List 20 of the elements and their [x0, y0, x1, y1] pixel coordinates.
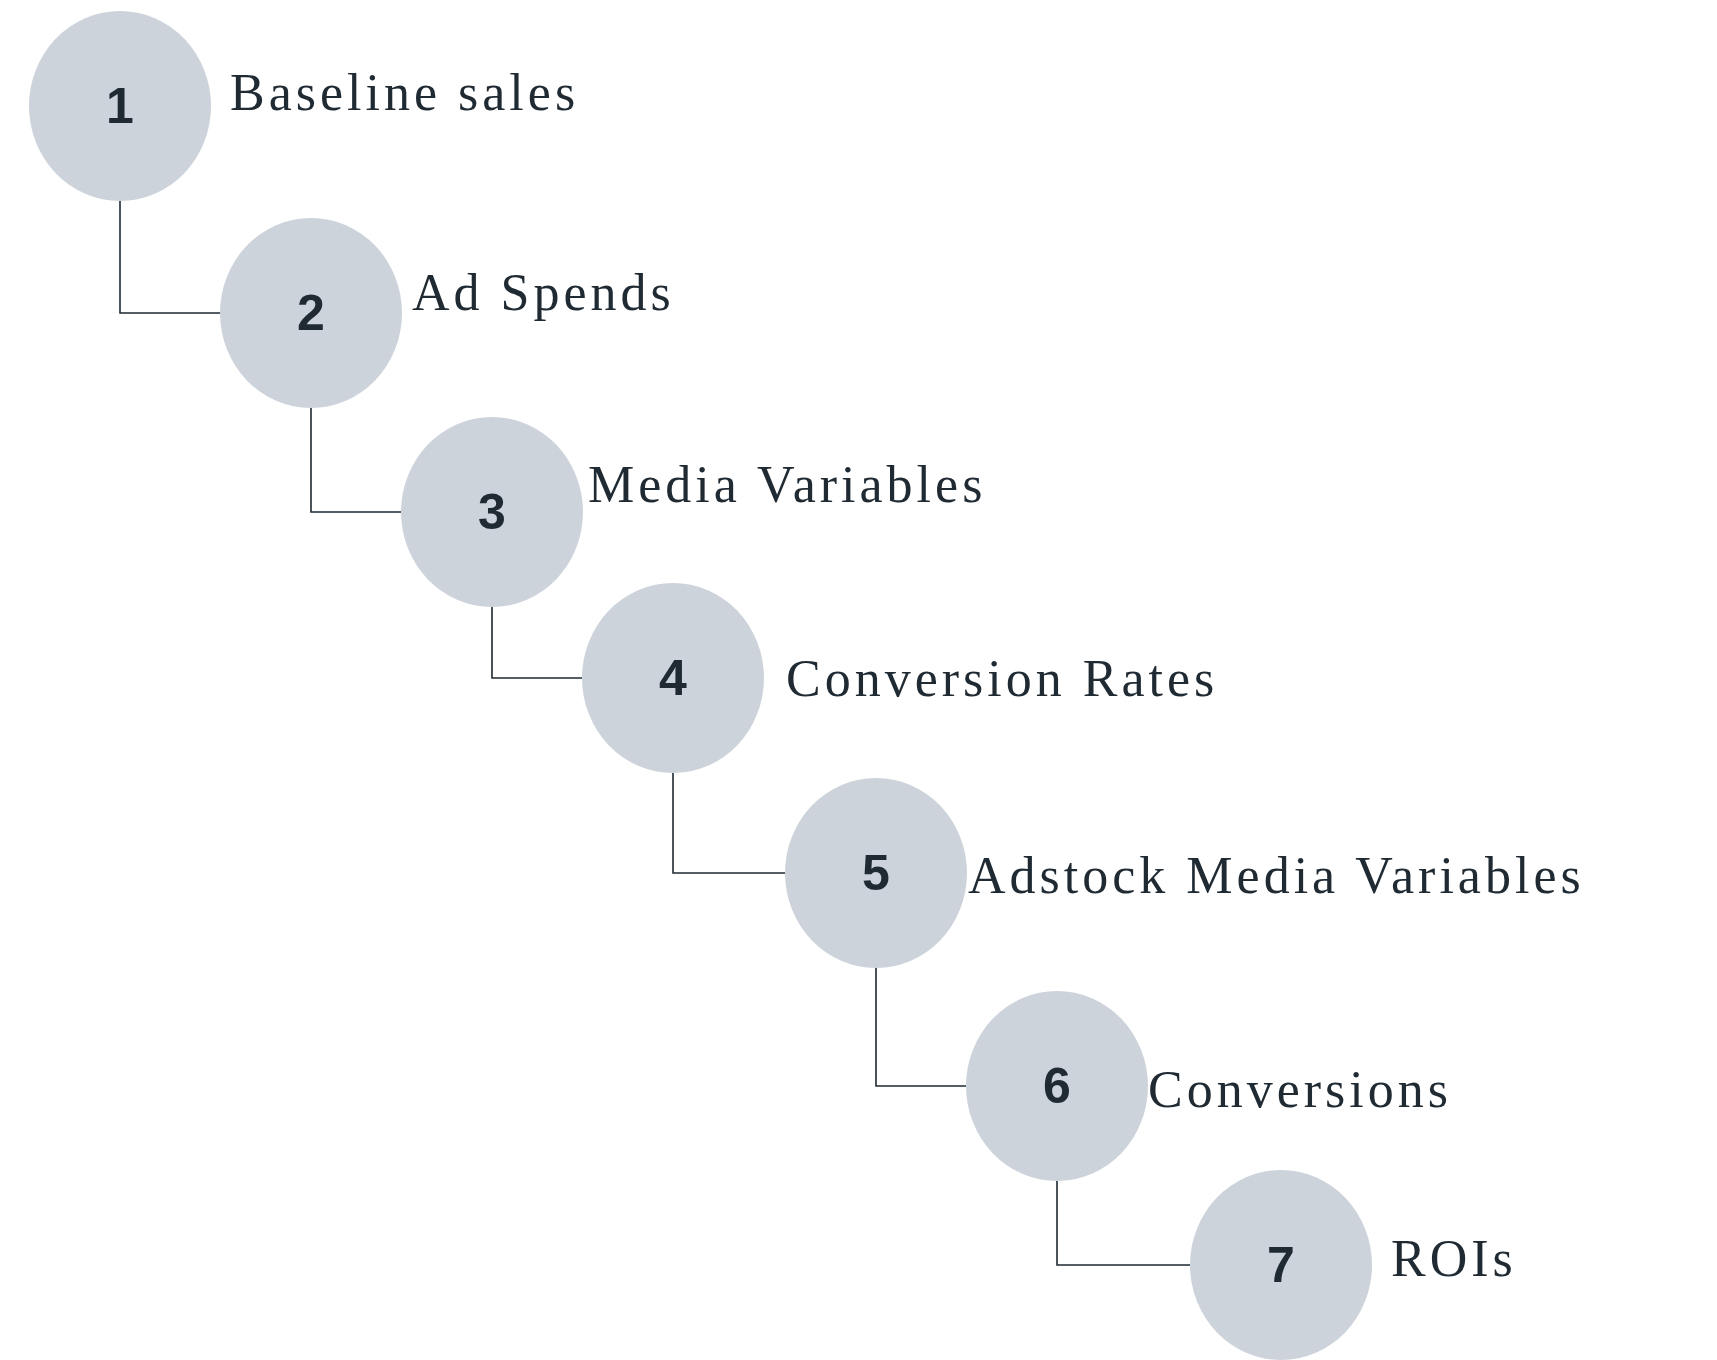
- connector-line: [491, 606, 583, 679]
- step-number: 2: [297, 288, 325, 338]
- step-number: 5: [862, 848, 890, 898]
- step-label: Media Variables: [588, 459, 987, 511]
- step-label: Adstock Media Variables: [968, 850, 1585, 902]
- connector-line: [1056, 1180, 1191, 1266]
- step-label: ROIs: [1391, 1233, 1517, 1285]
- step-label: Conversions: [1148, 1064, 1452, 1116]
- step-label: Conversion Rates: [786, 653, 1219, 705]
- step-label: Ad Spends: [412, 267, 675, 319]
- step-number: 1: [106, 81, 134, 131]
- connector-line: [875, 967, 967, 1087]
- step-number: 3: [478, 487, 506, 537]
- connector-line: [310, 407, 402, 513]
- step-label: Baseline sales: [230, 67, 580, 119]
- step-number: 4: [659, 653, 687, 703]
- step-number: 6: [1043, 1061, 1071, 1111]
- step-number: 7: [1267, 1240, 1295, 1290]
- connector-line: [119, 200, 221, 314]
- connector-line: [672, 772, 786, 874]
